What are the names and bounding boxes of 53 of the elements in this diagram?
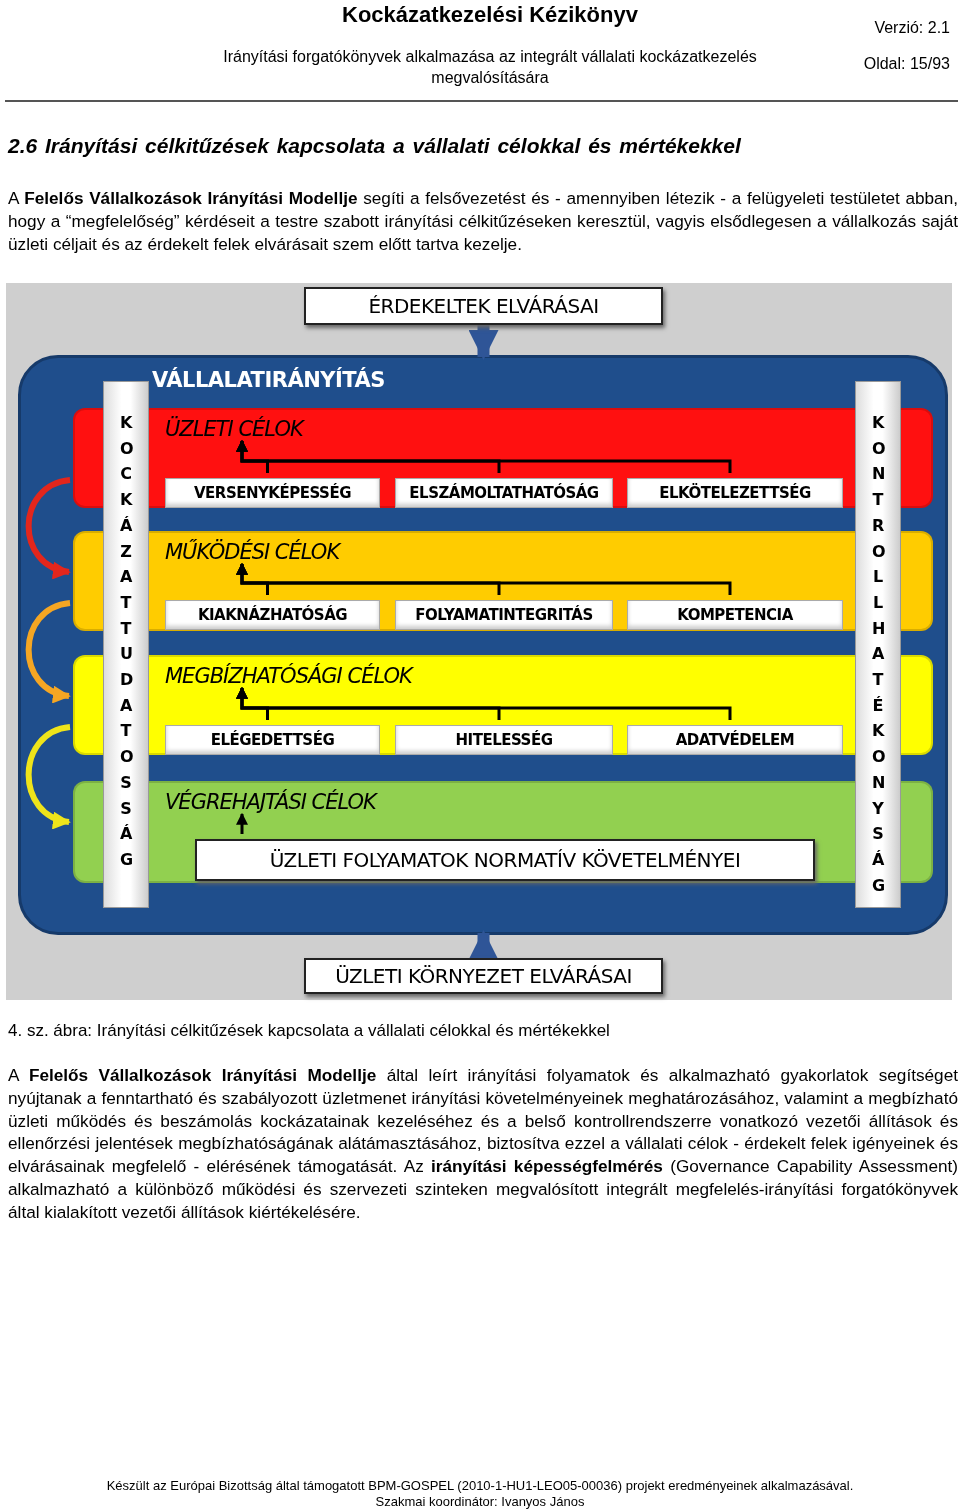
connector-arrow <box>236 439 732 473</box>
curved-arrow <box>25 477 71 578</box>
box-label: ELKÖTELEZETTSÉG <box>659 484 811 502</box>
connector-arrow <box>236 812 248 834</box>
panel-heading: VÁLLALATIRÁNYÍTÁS <box>152 368 385 392</box>
footer-note: Szakmai koordinátor: Ivanyos János <box>374 1494 586 1510</box>
box-label: ÜZLETI KÖRNYEZET ELVÁRÁSAI <box>335 964 632 988</box>
box-label: KOMPETENCIA <box>677 606 793 624</box>
header-subtitle: Irányítási forgatókönyvek alkalmazása az integrált vállalati kockázatkezelés megvalósítására <box>222 47 758 88</box>
box-label: ELÉGEDETTSÉG <box>210 731 335 749</box>
band-heading: VÉGREHAJTÁSI CÉLOK <box>165 789 376 815</box>
objective-box <box>395 478 613 508</box>
objective-box <box>165 478 380 508</box>
connector-arrow <box>236 686 732 720</box>
objective-box <box>395 600 613 630</box>
figure-caption: 4. sz. ábra: Irányítási célkitűzések kapcsolata a vállalati célokkal és mértékekkel <box>8 1020 611 1042</box>
paragraph: A Felelős Vállalkozások Irányítási Modellje által leírt irányítási folyamatok és alkalmazható gyakorlatok segítséget nyújtanak a fenntartható és szabályozott üzletmenet irányítási követelményeinek meghatározásához, valamint a megbízható üzleti működés és beszámolás kockázatainak kezeléséhez és a belső kontrollrendszerre vonatkozó vezetői állítások és ellenőrzési jelentések megbízhatóságának alátámasztásához, biztosítva ezzel a vállalati célok - érdekelt felek igényeinek és elvárásainak megfelelő - elérésének támogatását. Az irányítási képességfelmérés (Governance Capability Assessment) alkalmazható a különböző működési és szervezeti szinteken megvalósított integrált megfelelés-irányítási forgatókönyvek által kialakított vezetői állítások kiértékelésére. <box>8 1064 958 1224</box>
governance-panel <box>18 355 948 935</box>
vertical-bar <box>103 381 149 908</box>
curved-arrow <box>25 724 71 828</box>
box-label: VERSENYKÉPESSÉG <box>194 484 351 502</box>
band-heading: MŰKÖDÉSI CÉLOK <box>165 539 340 565</box>
text-box <box>195 839 815 881</box>
version-number: Verzió: 2.1 <box>873 18 950 38</box>
box-label: ADATVÉDELEM <box>675 731 795 749</box>
footer-note: Készült az Európai Bizottság által támogatott BPM-GOSPEL (2010-1-HU1-LEO05-00036) projekt eredményeinek alkalmazásával. <box>105 1478 855 1494</box>
band-heading: MEGBÍZHATÓSÁGI CÉLOK <box>165 663 412 689</box>
connector-arrow <box>236 562 732 595</box>
block-arrow <box>468 930 499 960</box>
box-label: KIAKNÁZHATÓSÁG <box>197 606 348 624</box>
page-number: Oldal: 15/93 <box>862 54 950 74</box>
box-label: FOLYAMATINTEGRITÁS <box>415 606 593 624</box>
box-label: ÉRDEKELTEK ELVÁRÁSAI <box>368 294 599 318</box>
objective-box <box>627 600 843 630</box>
box-label: ELSZÁMOLTATHATÓSÁG <box>409 484 599 502</box>
section-heading: 2.6 Irányítási célkitűzések kapcsolata a vállalati célokkal és mértékekkel <box>8 133 742 159</box>
text-box <box>304 958 663 994</box>
vertical-label: KONTROLLHATÉKONYSÁG <box>872 412 884 897</box>
objective-box <box>627 725 843 755</box>
box-label: ÜZLETI FOLYAMATOK NORMATÍV KÖVETELMÉNYEI <box>269 848 741 872</box>
vertical-bar <box>855 381 901 908</box>
objective-box <box>627 478 843 508</box>
band-heading: ÜZLETI CÉLOK <box>165 416 303 442</box>
objective-box <box>165 725 380 755</box>
vertical-label: KOCKÁZATTUDATOSSÁG <box>120 412 132 871</box>
box-label: HITELESSÉG <box>455 731 553 749</box>
text-box <box>304 287 663 325</box>
curved-arrow <box>25 600 71 702</box>
objective-box <box>395 725 613 755</box>
paragraph: A Felelős Vállalkozások Irányítási Modellje segíti a felsővezetést és - amennyiben létezik - a felügyeleti testületet abban, hogy a “megfelelőség” kérdéseit a testre szabott irányítási célkitűzéseken keresztül, vagyis elsődlegesen a vállalkozás saját üzleti céljait és az érdekelt felek elvárásait szem előtt tartva kezelje. <box>8 187 958 256</box>
objective-box <box>165 600 380 630</box>
document-title: Kockázatkezelési Kézikönyv <box>341 2 639 28</box>
block-arrow <box>468 325 499 360</box>
